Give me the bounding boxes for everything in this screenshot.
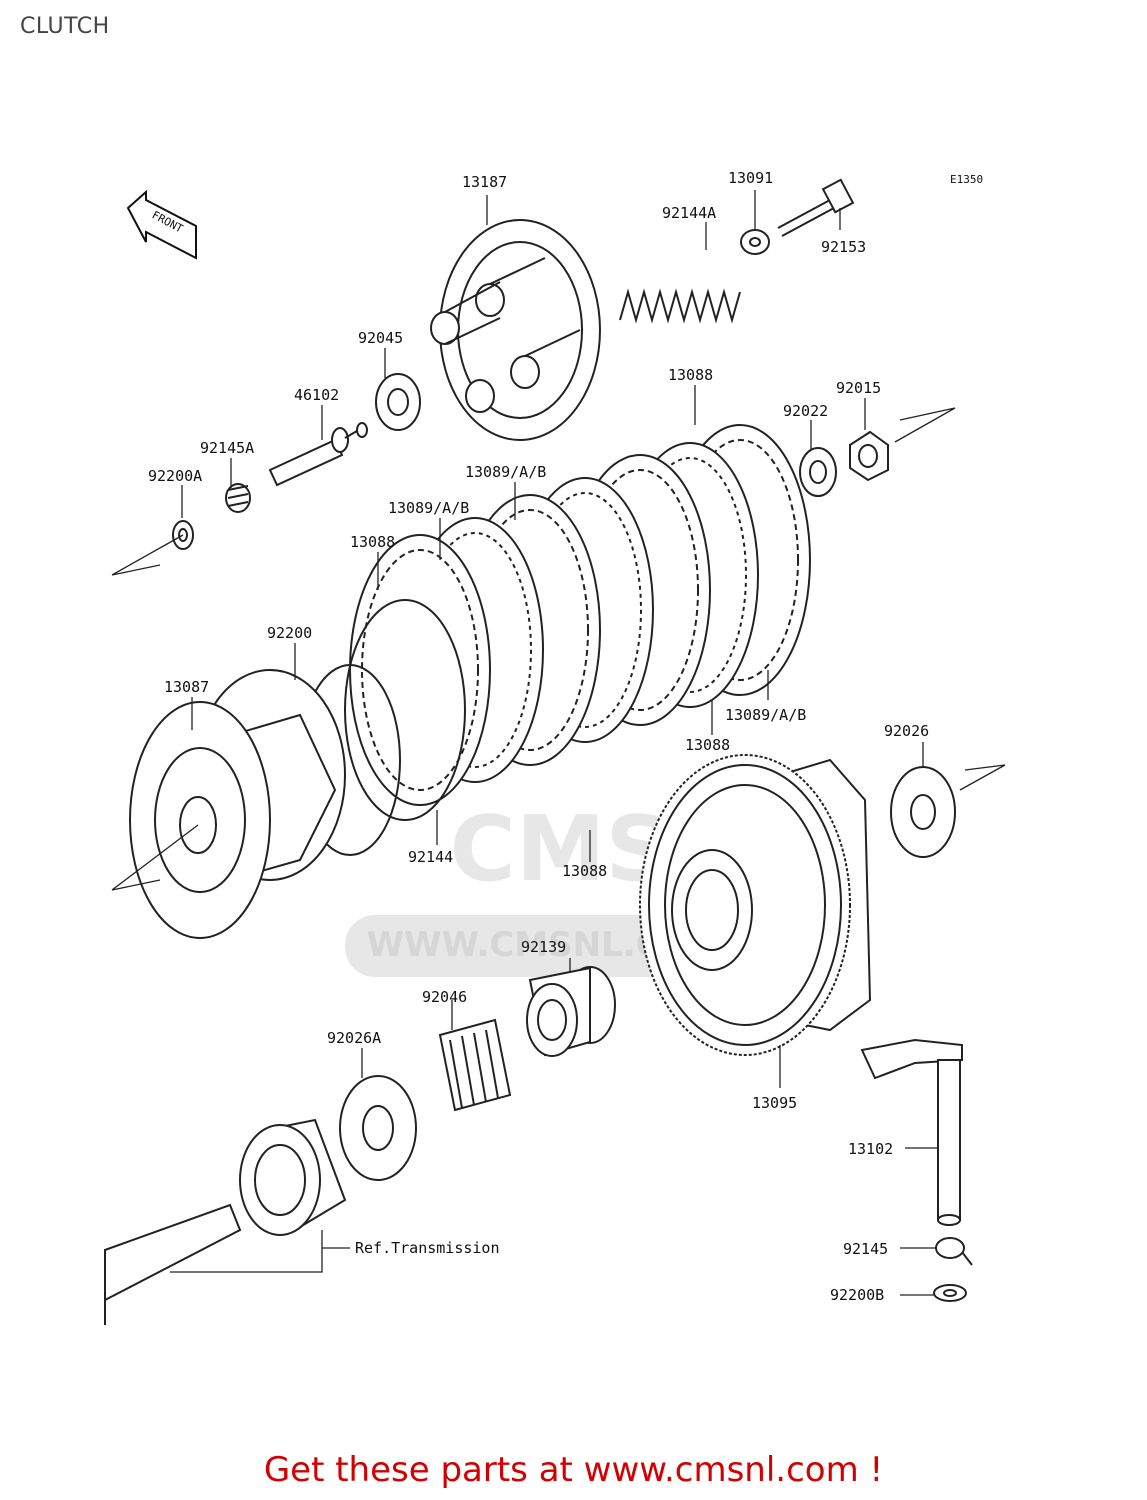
callout-13095: 13095 [752, 1094, 797, 1112]
sleeve [526, 966, 616, 1057]
callout-13088-left: 13088 [350, 533, 395, 551]
callout-13088-low: 13088 [562, 862, 607, 880]
pressure-plate [430, 219, 601, 441]
callout-13087: 13087 [164, 678, 209, 696]
return-spring [935, 1237, 973, 1266]
callout-labels: 13187 13091 92144A 92153 92045 46102 921… [148, 169, 929, 1304]
pusher-rod [268, 422, 368, 487]
small-spring [225, 483, 251, 513]
callout-13089-1: 13089/A/B [465, 463, 546, 481]
ball-bearing [375, 373, 421, 431]
transmission-shaft [104, 1203, 242, 1325]
callout-92022: 92022 [783, 402, 828, 420]
diagram-code: E1350 [950, 173, 983, 186]
callout-92026a: 92026A [327, 1029, 381, 1047]
bolt [777, 178, 855, 237]
callout-92145: 92145 [843, 1240, 888, 1258]
callout-13187: 13187 [462, 173, 507, 191]
thrust-washer-92026 [890, 766, 956, 858]
callout-92200b: 92200B [830, 1286, 884, 1304]
callout-92015: 92015 [836, 379, 881, 397]
clutch-housing-gear [639, 754, 872, 1056]
callout-13089-2: 13089/A/B [388, 499, 469, 517]
callout-13091: 13091 [728, 169, 773, 187]
washer-92022 [799, 447, 837, 497]
hex-nut [849, 430, 889, 482]
thrust-washer-92026a [339, 1075, 417, 1181]
transmission-bearing [239, 1118, 347, 1236]
callout-92145a: 92145A [200, 439, 254, 457]
callout-leaders [181, 190, 938, 1296]
spring-washer [740, 229, 770, 255]
callout-13089-3: 13089/A/B [725, 706, 806, 724]
callout-92045: 92045 [358, 329, 403, 347]
callout-ref-transmission: Ref.Transmission [355, 1239, 500, 1257]
front-arrow-icon: FRONT [126, 189, 197, 260]
needle-bearing [438, 1018, 512, 1112]
clutch-hub [129, 669, 346, 939]
callout-92046: 92046 [422, 988, 467, 1006]
watermark-logo: CMS [450, 797, 670, 902]
callout-92200a: 92200A [148, 467, 202, 485]
friction-plate-stack [349, 424, 811, 806]
clutch-spring [619, 288, 741, 324]
washer-92200b [933, 1284, 967, 1302]
callout-13102: 13102 [848, 1140, 893, 1158]
callout-46102: 46102 [294, 386, 339, 404]
callout-92026: 92026 [884, 722, 929, 740]
callout-13088-mid: 13088 [685, 736, 730, 754]
callout-92139: 92139 [521, 938, 566, 956]
callout-92144a: 92144A [662, 204, 716, 222]
callout-92144: 92144 [408, 848, 453, 866]
callout-92153: 92153 [821, 238, 866, 256]
callout-92200: 92200 [267, 624, 312, 642]
footer-promo-link[interactable]: Get these parts at www.cmsnl.com ! [263, 1450, 884, 1490]
callout-13088-top: 13088 [668, 366, 713, 384]
release-lever-shaft [860, 1038, 963, 1226]
page-title: CLUTCH [20, 14, 110, 39]
